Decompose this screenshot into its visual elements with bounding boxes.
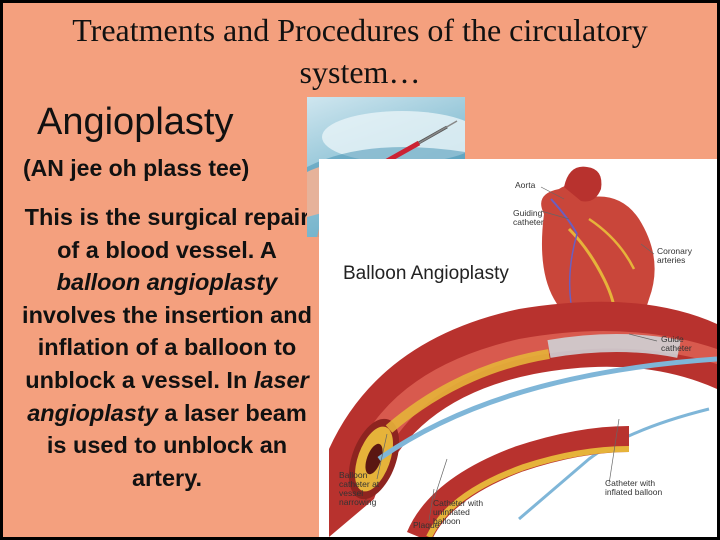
pronunciation: (AN jee oh plass tee): [23, 155, 250, 181]
definition-text: This is the surgical repair of a blood v…: [17, 201, 317, 494]
definition-term-laser: laser angioplasty: [27, 366, 309, 426]
balloon-angioplasty-illustration: Balloon Angioplasty Aorta Guiding cathet…: [319, 159, 717, 537]
label-balloon-catheter: Balloon catheter at vessel narrowing: [339, 470, 380, 507]
label-catheter-inflated: Catheter with inflated balloon: [605, 478, 663, 497]
label-plaque: Plaque: [413, 520, 440, 530]
artery-cross-sections: [329, 301, 717, 537]
label-aorta: Aorta: [515, 180, 536, 190]
label-catheter-uninflated: Catheter with uninflated balloon: [433, 498, 484, 526]
definition-term-balloon: balloon angioplasty: [56, 269, 278, 296]
heart-graphic: [541, 166, 655, 339]
slide-title: Treatments and Procedures of the circula…: [3, 9, 717, 93]
slide: Treatments and Procedures of the circula…: [3, 3, 717, 537]
definition-part-1: This is the surgical repair of a blood v…: [24, 204, 310, 263]
slide-title-line-1: Treatments and Procedures of the circula…: [72, 12, 648, 48]
definition-part-2: involves the insertion and inflation of …: [22, 301, 312, 393]
slide-title-line-2: system…: [299, 54, 421, 90]
illustration-title: Balloon Angioplasty: [343, 263, 509, 284]
label-guide-catheter: Guide catheter: [661, 334, 692, 353]
definition-part-3: a laser beam is used to unblock an arter…: [46, 399, 307, 491]
label-guiding-catheter: Guiding catheter: [513, 208, 544, 227]
term-heading: Angioplasty: [37, 101, 234, 143]
label-coronary-arteries: Coronary arteries: [657, 246, 692, 265]
